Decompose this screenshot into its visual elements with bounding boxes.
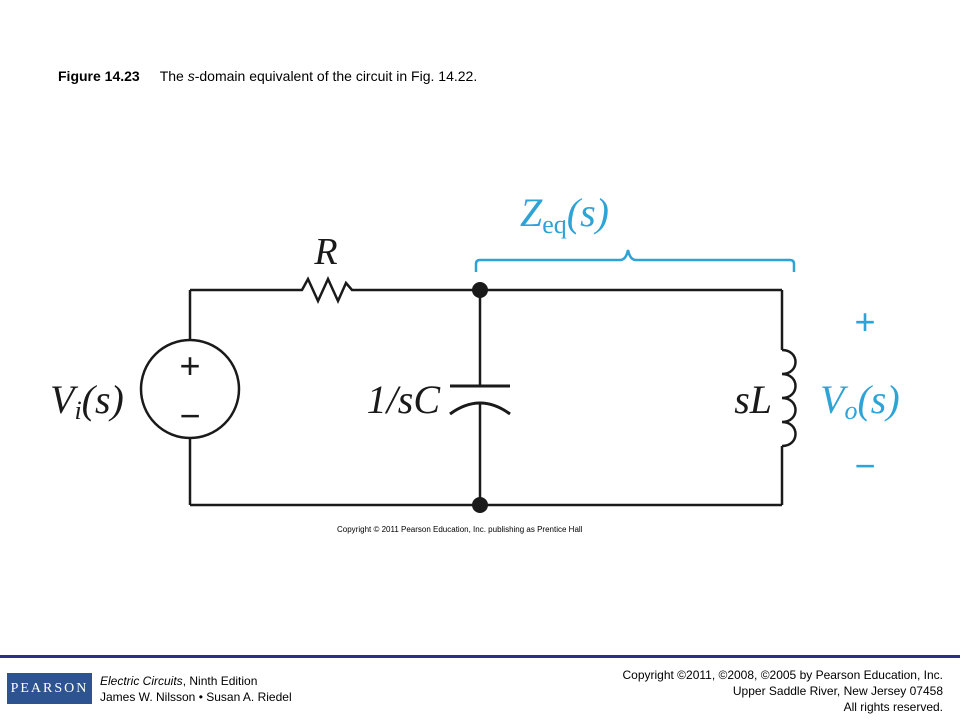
book-edition: , Ninth Edition	[182, 674, 258, 688]
voltage-source	[139, 338, 241, 440]
footer-divider	[0, 655, 960, 658]
book-title-line: Electric Circuits, Ninth Edition	[100, 673, 292, 689]
resistor-label: R	[313, 231, 337, 273]
capacitor-plate-bottom	[449, 401, 511, 416]
capacitor-label: 1/sC	[367, 377, 442, 422]
zeq-bracket	[474, 249, 796, 272]
junction-dot-bottom	[472, 497, 488, 513]
output-arg: (s)	[857, 377, 899, 422]
source-voltage-label: Vi(s)	[50, 377, 124, 425]
figure-credit: Copyright © 2011 Pearson Education, Inc.…	[337, 525, 583, 534]
pearson-logo: PEARSON	[7, 673, 92, 704]
output-v: V	[820, 377, 849, 422]
output-voltage-label: Vo(s)	[820, 377, 900, 425]
output-minus: −	[854, 445, 875, 486]
zeq-sub: eq	[542, 210, 567, 239]
figure-number: Figure 14.23	[58, 68, 140, 84]
wires	[188, 275, 797, 507]
copyright-line-1: Copyright ©2011, ©2008, ©2005 by Pearson…	[622, 668, 943, 682]
source-plus: +	[179, 345, 200, 386]
book-authors: James W. Nilsson • Susan A. Riedel	[100, 690, 292, 704]
book-title: Electric Circuits	[100, 674, 183, 688]
zeq-arg: (s)	[567, 190, 609, 235]
caption-text-after: -domain equivalent of the circuit in Fig…	[194, 68, 478, 84]
inductor-coils	[781, 348, 797, 448]
source-sub: i	[74, 396, 81, 425]
source-arg: (s)	[82, 377, 124, 422]
output-plus: +	[854, 301, 875, 342]
output-sub: o	[844, 396, 857, 425]
caption-text-before: The	[159, 68, 188, 84]
zeq-z: Z	[520, 190, 543, 235]
source-minus: −	[179, 395, 200, 436]
copyright-block: Copyright ©2011, ©2008, ©2005 by Pearson…	[622, 667, 943, 715]
copyright-line-2: Upper Saddle River, New Jersey 07458	[732, 684, 943, 698]
zeq-label: Zeq(s)	[520, 190, 609, 239]
book-info: Electric Circuits, Ninth Edition James W…	[100, 673, 292, 705]
junction-dot-top	[472, 282, 488, 298]
caption-text-italic: s	[187, 68, 195, 84]
inductor-label: sL	[734, 377, 772, 422]
resistor-zigzag	[290, 275, 355, 305]
figure-caption: Figure 14.23 The s-domain equivalent of t…	[58, 68, 477, 84]
copyright-line-3: All rights reserved.	[843, 700, 943, 714]
source-v: V	[50, 377, 79, 422]
